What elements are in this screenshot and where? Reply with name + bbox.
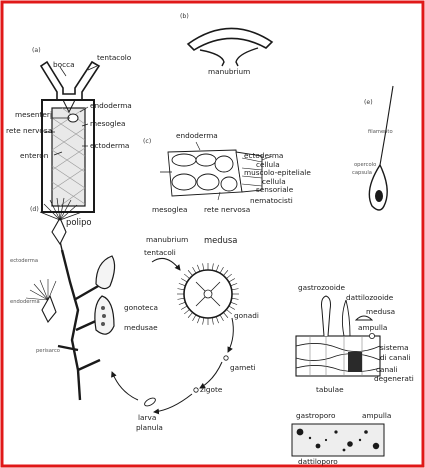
label-faint-d2: endoderma — [10, 299, 40, 305]
pore — [373, 443, 379, 449]
label-medusa-d: medusa — [204, 235, 237, 245]
pore — [343, 449, 346, 452]
label-gastrozooide: gastrozooide — [298, 283, 345, 292]
label-zigote: zigote — [200, 385, 223, 394]
pore — [347, 441, 353, 447]
label-di-canali: di canali — [380, 353, 411, 362]
label-ectoderma-c: ectoderma — [244, 151, 283, 160]
pore — [359, 439, 361, 441]
label-rete-nervosa-c: rete nervosa — [204, 205, 250, 214]
label-endoderma-a: endoderma — [90, 101, 132, 110]
label-planula: planula — [136, 423, 163, 432]
label-faint-d1: ectoderma — [10, 258, 38, 264]
label-faint-d3: perisarco — [36, 348, 60, 354]
label-gastroporo: gastroporo — [296, 411, 336, 420]
label-ampulla-f2: ampulla — [362, 411, 391, 420]
label-gonoteca: gonoteca — [124, 303, 158, 312]
label-gameti: gameti — [230, 363, 256, 372]
label-mesoglea-c: mesoglea — [152, 205, 187, 214]
label-manubrium-d: manubrium — [146, 235, 188, 244]
label-bocca: bocca — [53, 60, 75, 69]
label-gonadi: gonadi — [234, 311, 259, 320]
label-rete-nervosa-a: rete nervosa — [6, 126, 52, 135]
label-ectoderma-a: ectoderma — [90, 141, 129, 150]
label-tentacoli: tentacoli — [144, 248, 176, 257]
label-faint-e2: opercolo — [354, 162, 376, 168]
panel-d-tag: (d) — [30, 206, 39, 213]
label-sensoriale: sensoriale — [256, 185, 294, 194]
panel-e-tag: (e) — [364, 99, 373, 106]
label-larva: larva — [138, 413, 156, 422]
label-polipo: polipo — [66, 217, 92, 227]
label-mesenteri: mesenteri — [15, 110, 52, 119]
pore — [364, 430, 368, 434]
label-degenerati: degenerati — [374, 374, 414, 383]
label-dattiloporo: dattiloporo — [298, 457, 338, 466]
panel-a-tag: (a) — [32, 47, 41, 54]
label-nematocisti: nematocisti — [250, 196, 293, 205]
label-canali: canali — [376, 365, 398, 374]
label-sistema: sistema — [380, 343, 409, 352]
pore — [334, 430, 337, 433]
label-medusae: medusae — [124, 323, 158, 332]
pore — [297, 429, 304, 436]
label-mesoglea-a: mesoglea — [90, 119, 125, 128]
panel-b-tag: (b) — [180, 13, 189, 20]
label-enteron: enteron — [20, 151, 48, 160]
label-tentacolo: tentacolo — [97, 53, 132, 62]
pore — [316, 444, 321, 449]
label-dattilozooide: dattilozooide — [346, 293, 394, 302]
pore — [325, 439, 327, 441]
label-endoderma-c: endoderma — [176, 131, 218, 140]
label-faint-e1: filamento — [368, 129, 393, 135]
label-manubrium-b: manubrium — [208, 67, 250, 76]
label-faint-e3: capsula — [352, 170, 372, 176]
label-ampulla-f: ampulla — [358, 323, 387, 332]
label-medusa-f: medusa — [366, 307, 395, 316]
pore — [309, 437, 311, 439]
label-tabulae: tabulae — [316, 385, 344, 394]
label-muscolo-epiteliale: muscolo-epiteliale — [244, 168, 311, 177]
panel-c-tag: (c) — [143, 138, 151, 145]
